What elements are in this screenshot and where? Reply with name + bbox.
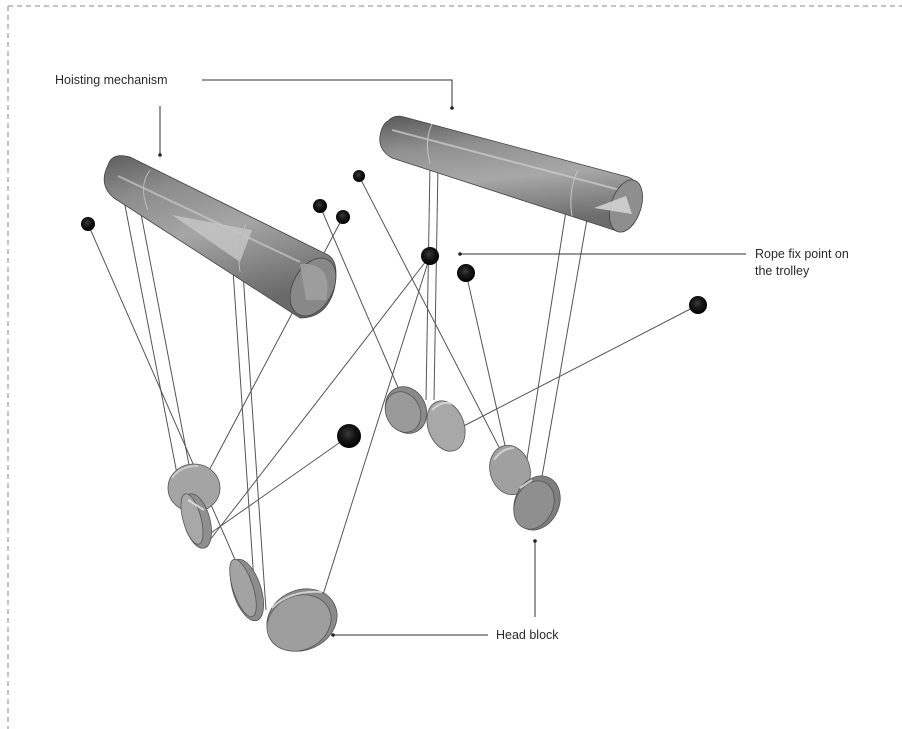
left-hoist-drum xyxy=(103,155,337,319)
fix-point xyxy=(421,247,439,265)
rope-fix-point-label-line1: Rope fix point on xyxy=(755,247,849,261)
fix-point xyxy=(457,264,475,282)
head-block-label: Head block xyxy=(496,628,559,642)
sheave-left-4 xyxy=(266,588,338,652)
sheave-right-2 xyxy=(513,475,561,531)
leader-lines xyxy=(159,79,746,636)
sheave-mid-1 xyxy=(384,386,428,434)
sheave-mid-2 xyxy=(426,400,466,452)
fix-point xyxy=(336,210,350,224)
right-hoist-drum xyxy=(379,115,643,233)
fix-point xyxy=(337,424,361,448)
rope-fix-point-label-line2: the trolley xyxy=(755,264,810,278)
sheaves xyxy=(167,386,561,652)
sheave-left-2 xyxy=(180,493,212,549)
rope-fix-point-label: Rope fix point on the trolley xyxy=(755,246,849,280)
fix-point xyxy=(81,217,95,231)
ropes xyxy=(87,164,699,613)
rope-fix-points xyxy=(81,170,707,448)
leader-hoisting-right xyxy=(202,79,453,108)
fix-point xyxy=(353,170,365,182)
dashed-frame xyxy=(7,5,902,729)
fix-point xyxy=(689,296,707,314)
fix-point xyxy=(313,199,327,213)
sheave-left-3 xyxy=(229,558,264,622)
leader-dots xyxy=(158,106,537,637)
hoisting-mechanism-label: Hoisting mechanism xyxy=(55,73,168,87)
